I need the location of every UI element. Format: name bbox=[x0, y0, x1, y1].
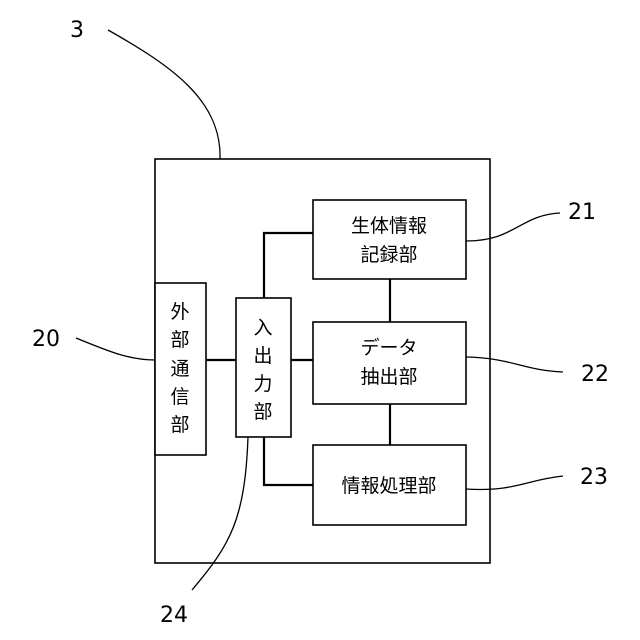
ref-process: 23 bbox=[580, 465, 608, 490]
info-process-block: 情報処理部 bbox=[313, 445, 466, 525]
bio-record-label-line1: 生体情報 bbox=[351, 215, 427, 237]
ref-bio: 21 bbox=[568, 200, 596, 225]
data-extract-label-line2: 抽出部 bbox=[360, 366, 417, 388]
io-block: 入 出 力 部 bbox=[236, 298, 291, 437]
external-char: 外 bbox=[170, 301, 189, 323]
external-char: 部 bbox=[170, 329, 189, 351]
io-char: 出 bbox=[253, 345, 272, 367]
io-char: 力 bbox=[253, 373, 272, 395]
external-communication-block: 外 部 通 信 部 bbox=[155, 283, 206, 455]
data-extract-label-line1: データ bbox=[360, 337, 417, 359]
info-process-label: 情報処理部 bbox=[341, 475, 436, 497]
data-extract-box bbox=[313, 322, 466, 404]
ref-io: 24 bbox=[160, 603, 188, 628]
io-char: 入 bbox=[253, 317, 272, 339]
ref-extract: 22 bbox=[581, 362, 609, 387]
bio-record-box bbox=[313, 200, 466, 279]
ref-external: 20 bbox=[32, 327, 60, 352]
io-char: 部 bbox=[253, 401, 272, 423]
bio-record-block: 生体情報 記録部 bbox=[313, 200, 466, 279]
external-char: 部 bbox=[170, 414, 189, 436]
leader-device bbox=[108, 30, 220, 159]
data-extract-block: データ 抽出部 bbox=[313, 322, 466, 404]
leader-external bbox=[76, 338, 155, 360]
bio-record-label-line2: 記録部 bbox=[360, 244, 417, 266]
external-char: 信 bbox=[170, 386, 189, 408]
ref-device: 3 bbox=[70, 18, 84, 43]
external-char: 通 bbox=[170, 358, 189, 380]
